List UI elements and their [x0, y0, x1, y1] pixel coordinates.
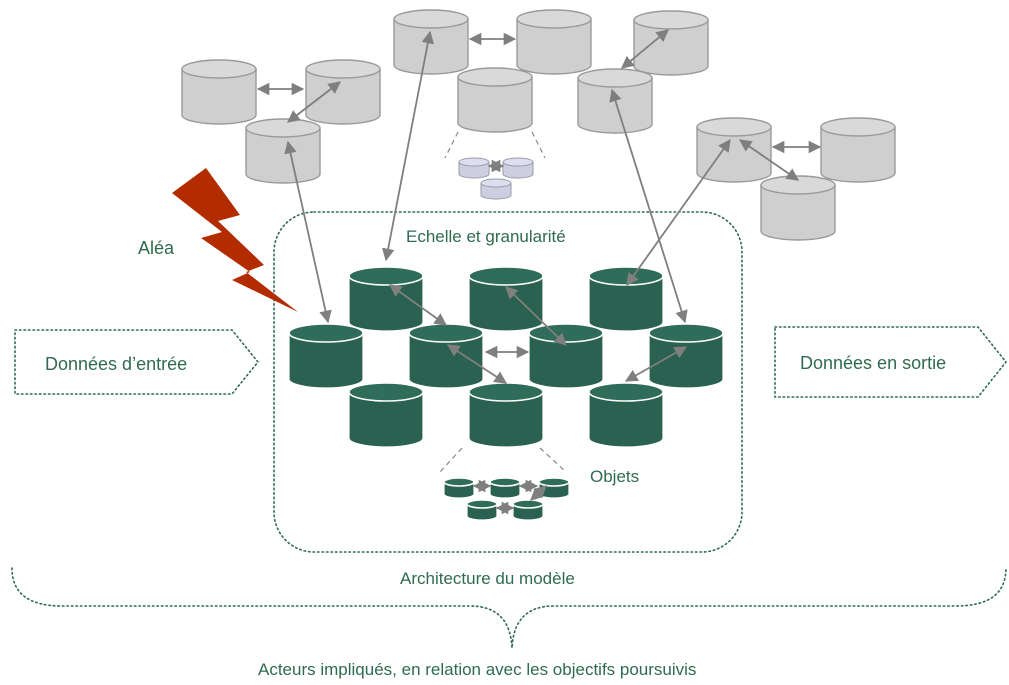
scale-granularity-label: Echelle et granularité: [406, 227, 566, 246]
model-object-node: [468, 266, 544, 332]
small-object-node: [466, 499, 498, 521]
bidirectional-arrow: [284, 140, 332, 324]
small-object-node: [512, 499, 544, 521]
bidirectional-arrow: [446, 344, 508, 384]
output-data-arrow-shape: [774, 326, 1008, 398]
external-system-node: [305, 59, 381, 125]
external-system-node: [633, 10, 709, 76]
small-object-node: [443, 477, 475, 499]
bidirectional-arrow: [621, 29, 669, 69]
model-object-node: [588, 266, 664, 332]
model-boundary: [273, 211, 743, 553]
bidirectional-arrow: [381, 30, 435, 262]
bidirectional-arrow: [388, 284, 448, 326]
external-system-node: [245, 118, 321, 184]
bidirectional-arrow: [738, 139, 800, 181]
input-data-arrow-shape: [14, 329, 260, 395]
zoom-line: [444, 131, 459, 159]
sub-object-node: [480, 178, 512, 200]
external-system-node: [760, 175, 836, 241]
model-object-node: [408, 323, 484, 389]
bidirectional-arrow: [530, 485, 547, 501]
objects-label: Objets: [590, 467, 639, 486]
output-data-label: Données en sortie: [800, 353, 946, 373]
bidirectional-arrow: [505, 286, 567, 346]
actors-label: Acteurs impliqués, en relation avec les …: [258, 660, 696, 679]
model-object-node: [348, 382, 424, 448]
sub-object-node: [502, 157, 534, 179]
zoom-line: [531, 131, 546, 159]
bidirectional-arrow: [287, 81, 341, 123]
external-system-node: [181, 59, 257, 125]
model-object-node: [648, 323, 724, 389]
bidirectional-arrow: [624, 346, 688, 382]
actors-brace: [11, 567, 1007, 649]
external-system-node: [457, 67, 533, 133]
bidirectional-arrow: [626, 138, 731, 287]
model-object-node: [528, 323, 604, 389]
external-system-node: [516, 9, 592, 75]
model-object-node: [288, 323, 364, 389]
external-system-node: [820, 117, 896, 183]
external-system-node: [393, 9, 469, 75]
zoom-line: [539, 447, 567, 473]
small-object-node: [489, 477, 521, 499]
alea-label: Aléa: [138, 238, 175, 258]
lightning-icon: [172, 168, 298, 312]
zoom-line: [439, 447, 463, 473]
sub-object-node: [458, 157, 490, 179]
input-data-label: Données d’entrée: [45, 354, 187, 374]
model-object-node: [348, 266, 424, 332]
external-system-node: [696, 117, 772, 183]
model-object-node: [588, 382, 664, 448]
model-object-node: [468, 382, 544, 448]
architecture-label: Architecture du modèle: [400, 569, 575, 588]
